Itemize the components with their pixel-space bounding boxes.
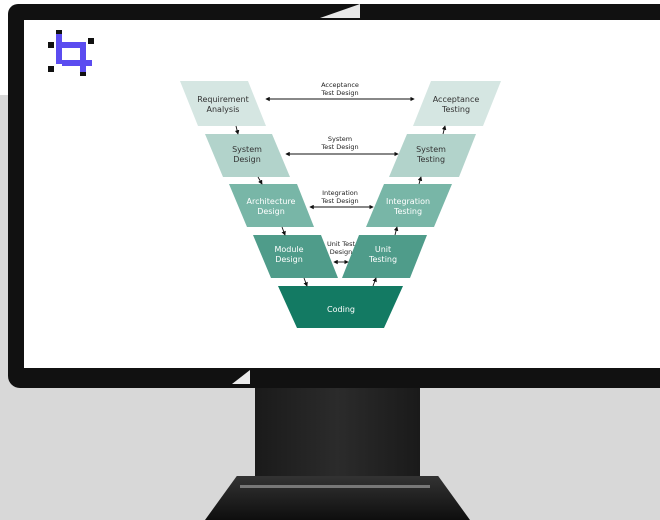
crop-icon[interactable] [48,30,96,76]
stage-unit-testing [342,235,427,278]
flow-arrow [393,226,399,236]
stage-label-line2: Testing [416,155,445,164]
stage-label-line1: System [232,145,262,154]
stage-architecture-design [229,184,314,227]
link-label-line1: System [328,135,352,143]
stage-label-line1: Acceptance [433,95,480,104]
stage-label-line1: Module [274,245,303,254]
link-label-line2: Test Design [320,197,358,205]
link-label-line2: Test Design [320,143,358,151]
stage-label-line2: Analysis [207,105,240,114]
link-label-line2: Test Design [320,89,358,97]
stage-label-line1: Unit [375,245,391,254]
stage-label-line2: Testing [441,105,470,114]
stage-label-line2: Design [257,207,285,216]
stage-module-design [253,235,338,278]
link-label-line1: Unit Test [327,240,356,248]
stage-requirement-analysis [180,81,266,126]
stage-coding-label: Coding [327,305,355,314]
monitor-stand-neck [255,388,420,478]
flow-arrow [234,125,240,135]
stage-acceptance-testing [413,81,501,126]
stand-shine [240,485,430,488]
stage-label-line2: Design [275,255,303,264]
link-label-line1: Integration [322,189,358,197]
stage-label-line1: Requirement [197,95,248,104]
stage-coding [278,286,403,328]
link-label-line2: Design [330,248,352,256]
stage-label-line2: Testing [393,207,422,216]
link-label-line1: Acceptance [321,81,359,89]
flow-arrow [281,226,286,236]
stage-system-design [205,134,290,177]
stage-label-line1: Architecture [247,197,296,206]
stage-integration-testing [366,184,452,227]
stage-label-line2: Design [233,155,261,164]
flow-arrow [372,277,377,287]
stage-label-line1: Integration [386,197,430,206]
flow-arrow [303,277,308,287]
flow-arrow [417,176,423,185]
flow-arrow [257,176,263,185]
stage-system-testing [389,134,476,177]
stage-label-line2: Testing [368,255,397,264]
flow-arrow [441,125,447,135]
stage-label-line1: System [416,145,446,154]
monitor-stand-base [205,476,470,520]
